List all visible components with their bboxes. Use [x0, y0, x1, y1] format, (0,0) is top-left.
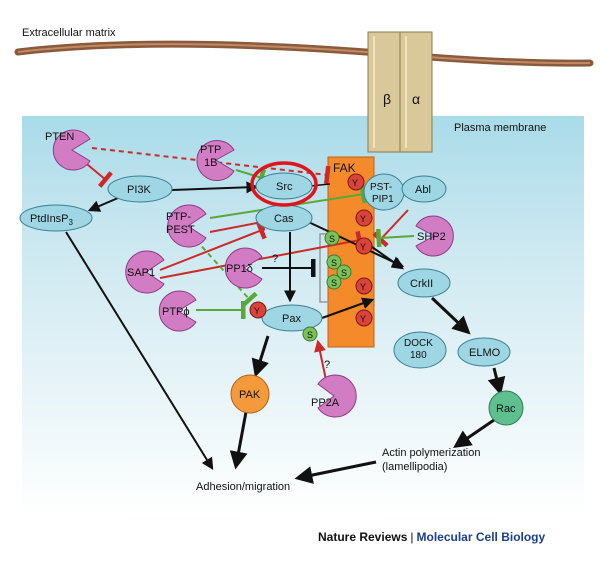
fak-s-site-4: S [326, 274, 342, 290]
ptppest-label-line2: PEST [166, 224, 195, 236]
elmo-label: ELMO [469, 347, 501, 359]
pak-node: PAK [230, 374, 270, 414]
pax-s-site: S [302, 326, 318, 342]
src-label: Src [276, 181, 293, 193]
svg-text:S: S [331, 278, 337, 288]
svg-text:Y: Y [254, 306, 260, 316]
integrin-heterodimer: β α [367, 31, 433, 153]
pp2a-node: PP2A [311, 374, 357, 418]
pax-y-site: Y [249, 301, 267, 319]
crkii-label: CrkII [410, 278, 433, 290]
pten-node: PTEN [45, 129, 91, 171]
cas-node: Cas [255, 204, 313, 232]
ptdinsp3-subscript: 3 [69, 218, 74, 227]
extracellular-matrix-label: Extracellular matrix [22, 27, 116, 39]
svg-text:S: S [341, 268, 347, 278]
fak-y-site-5: Y [355, 309, 373, 327]
actin-label-line2: (lamellipodia) [382, 461, 447, 473]
svg-text:S: S [329, 234, 335, 244]
pi3k-label: PI3K [127, 184, 152, 196]
pp2a-question: ? [324, 359, 330, 371]
shp2-label: SHP2 [417, 231, 446, 243]
journal-name: Nature Reviews [318, 530, 408, 544]
svg-text:S: S [307, 330, 313, 340]
ptppest-label-line1: PTP- [166, 211, 191, 223]
svg-text:Y: Y [360, 242, 366, 252]
pp1d-node: PP1δ [224, 247, 263, 289]
integrin-alpha-label: α [412, 91, 420, 107]
svg-text:Y: Y [360, 314, 366, 324]
pten-label: PTEN [45, 131, 74, 143]
svg-text:Y: Y [360, 282, 366, 292]
svg-text:PtdInsP3: PtdInsP3 [30, 213, 74, 227]
rac-node: Rac [488, 390, 524, 426]
sap1-node: SAP1 [125, 250, 165, 294]
integrin-beta-label: β [383, 91, 391, 107]
rac-label: Rac [496, 403, 516, 415]
adhesion-migration-label: Adhesion/migration [196, 481, 290, 493]
pax-label: Pax [282, 313, 301, 325]
shp2-node: SHP2 [415, 215, 454, 257]
pp1d-label: PP1δ [226, 263, 253, 275]
src-node: Src [255, 172, 313, 200]
fak-y-site-4: Y [355, 277, 373, 295]
ptp1b-label-line1: PTP [200, 144, 221, 156]
pi3k-node: PI3K [107, 175, 173, 203]
fak-s-site-3: S [336, 264, 352, 280]
actin-label-line1: Actin polymerization [382, 447, 480, 459]
crkii-node: CrkII [397, 268, 451, 298]
fak-y-site-3: Y [355, 237, 373, 255]
pak-label: PAK [239, 389, 261, 401]
svg-text:Y: Y [352, 178, 358, 188]
dock180-node: DOCK 180 [393, 331, 447, 369]
ptp1b-label-line2: 1B [204, 157, 217, 169]
journal-credit: Nature Reviews|Molecular Cell Biology [318, 530, 545, 544]
cas-label: Cas [274, 213, 294, 225]
pp1d-question: ? [272, 253, 278, 265]
ptppest-node: PTP- PEST [166, 204, 207, 248]
src-highlight-ring [250, 161, 318, 207]
ptpphi-label: PTPϕ [162, 306, 190, 318]
fak-y-site-1: Y [347, 173, 365, 191]
pstpip1-label-line1: PST- [370, 182, 392, 193]
elmo-node: ELMO [457, 337, 511, 367]
sap1-label: SAP1 [127, 267, 155, 279]
pstpip1-label-line2: PIP1 [372, 194, 394, 205]
fak-label: FAK [333, 161, 356, 175]
fak-s-site-1: S [324, 230, 340, 246]
journal-section: Molecular Cell Biology [416, 530, 546, 544]
phospho-bracket [319, 233, 330, 303]
abl-label: Abl [415, 184, 431, 196]
ptpphi-node: PTPϕ [158, 290, 197, 332]
pax-node: Pax [261, 304, 323, 332]
ptdinsp3-node: PtdInsP3 [19, 204, 93, 232]
fak-s-site-2: S [326, 254, 342, 270]
dock180-label-line1: DOCK [404, 338, 433, 349]
svg-text:Y: Y [360, 214, 366, 224]
ptp1b-node: PTP 1B [196, 140, 235, 181]
pathway-edges: ? ? [65, 147, 506, 484]
fak-phospho-sites: Y Y Y Y Y S S S [324, 173, 373, 327]
abl-node: Abl [401, 175, 447, 203]
svg-text:S: S [331, 258, 337, 268]
pstpip1-node: PST- PIP1 [363, 173, 405, 211]
pp2a-label: PP2A [311, 397, 340, 409]
credit-separator: | [410, 530, 414, 544]
fak-y-site-2: Y [355, 209, 373, 227]
dock180-label-line2: 180 [410, 350, 427, 361]
plasma-membrane-label: Plasma membrane [454, 122, 546, 134]
ptdinsp3-label: PtdInsP [30, 213, 69, 225]
